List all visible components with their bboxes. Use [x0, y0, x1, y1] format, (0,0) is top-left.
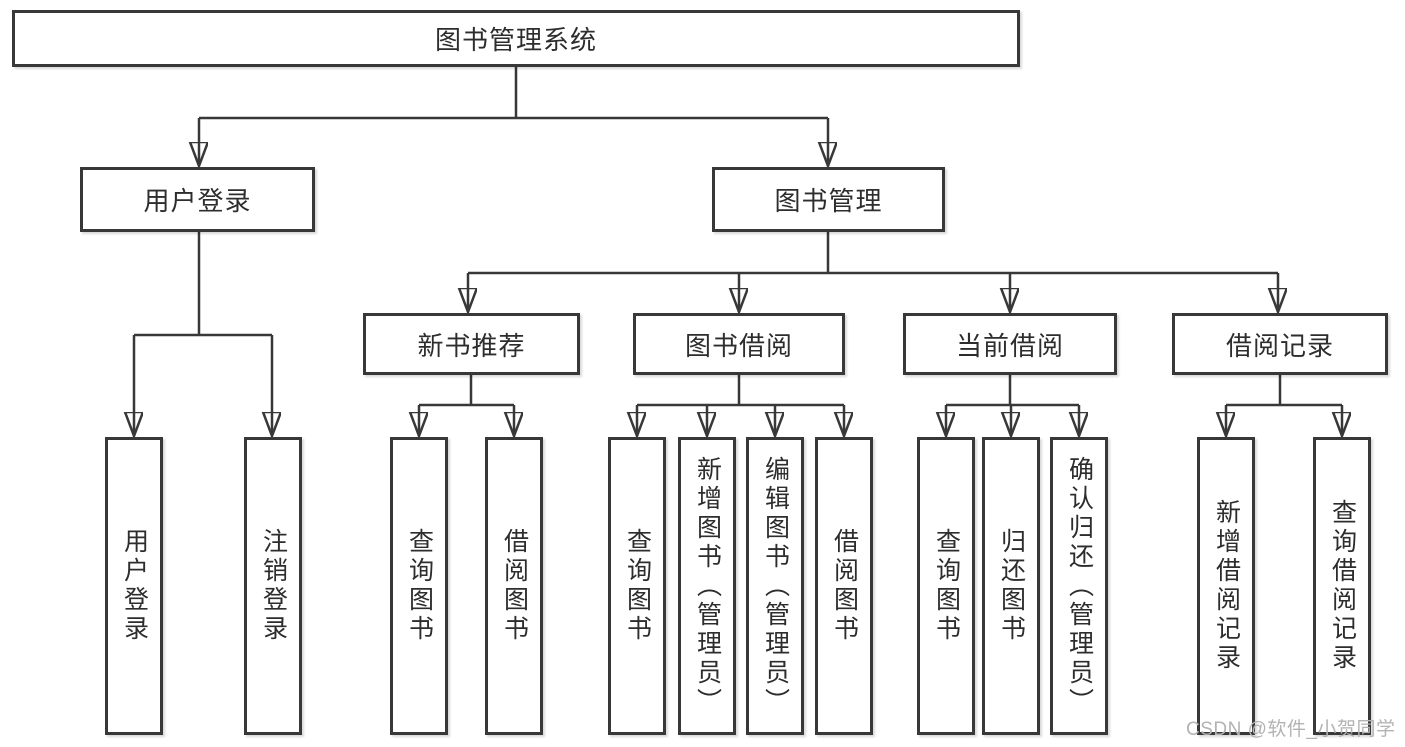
- leaf-borrowing-borrow-books: 借阅图书: [815, 437, 873, 735]
- edge-current-trunk: [946, 375, 1079, 407]
- leaf-current-query-books: 查询图书: [917, 437, 975, 735]
- node-borrow-records: 借阅记录: [1172, 313, 1388, 375]
- leaf-recommend-borrow-books: 借阅图书: [485, 437, 543, 735]
- edge-borrow-trunk: [637, 375, 844, 407]
- edge-record-trunk: [1226, 375, 1342, 407]
- leaf-user-login: 用户登录: [105, 437, 163, 735]
- node-library-management-system: 图书管理系统: [12, 10, 1020, 67]
- leaf-current-return-books: 归还图书: [982, 437, 1040, 735]
- edge-newrec-trunk: [419, 375, 514, 407]
- node-current-borrowing: 当前借阅: [903, 313, 1117, 375]
- node-book-borrowing: 图书借阅: [633, 313, 845, 375]
- leaf-recommend-query-books: 查询图书: [390, 437, 448, 735]
- leaf-logout: 注销登录: [244, 437, 302, 735]
- node-user-login: 用户登录: [80, 167, 315, 232]
- edge-root-trunk: [199, 67, 828, 120]
- leaf-record-query-borrow-record: 查询借阅记录: [1313, 437, 1371, 735]
- leaf-borrowing-query-books: 查询图书: [608, 437, 666, 735]
- csdn-watermark: CSDN @软件_小贺同学: [1186, 719, 1396, 740]
- edge-user-trunk: [134, 232, 272, 337]
- leaf-borrowing-edit-books-admin: 编辑图书（管理员）: [746, 437, 804, 735]
- leaf-borrowing-add-books-admin: 新增图书（管理员）: [678, 437, 736, 735]
- edge-bookmgmt-trunk: [468, 232, 1278, 275]
- node-book-management: 图书管理: [712, 167, 945, 232]
- leaf-record-add-borrow-record: 新增借阅记录: [1197, 437, 1255, 735]
- leaf-current-confirm-return-admin: 确认归还（管理员）: [1050, 437, 1108, 735]
- node-new-book-recommend: 新书推荐: [363, 313, 580, 375]
